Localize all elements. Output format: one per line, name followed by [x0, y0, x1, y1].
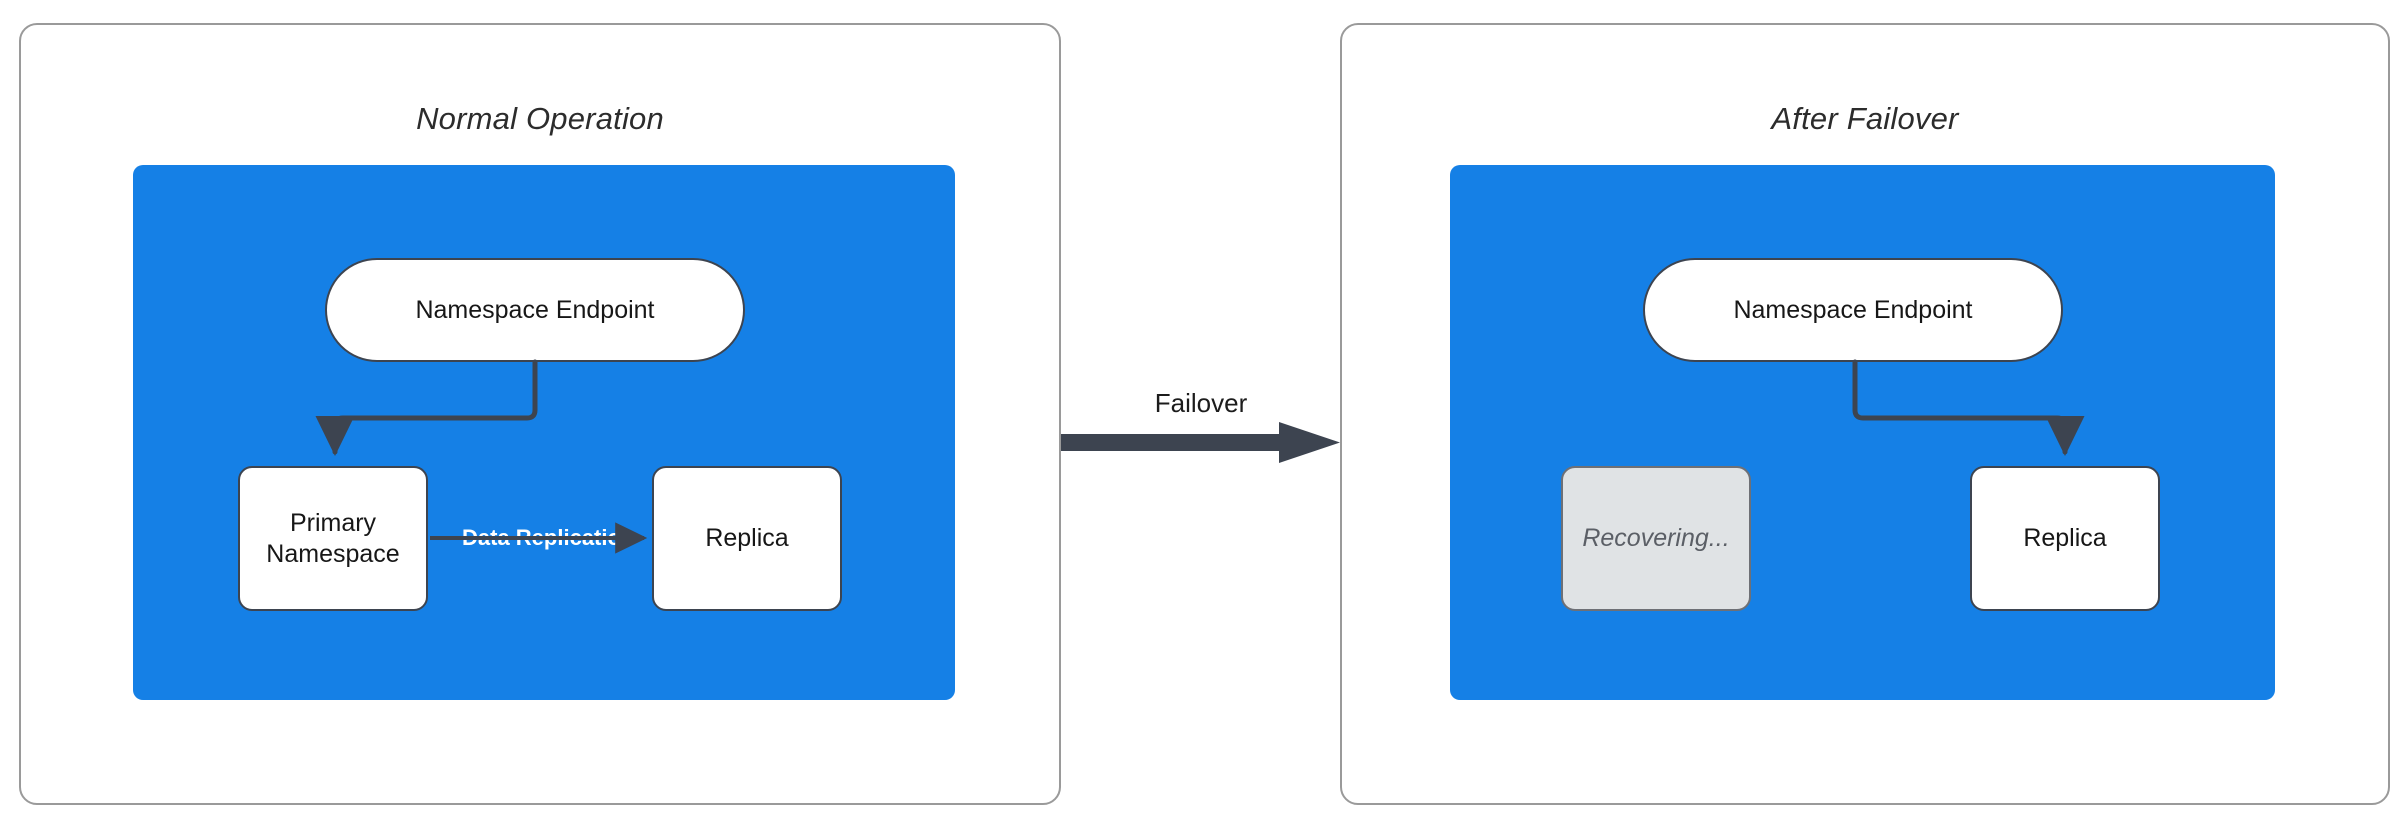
transition-label-failover: Failover — [1154, 388, 1248, 418]
node-namespace-endpoint-failover[interactable]: Namespace Endpoint — [1643, 258, 2063, 362]
panel-title-after-failover: After Failover — [1771, 101, 1959, 136]
node-recovering[interactable]: Recovering... — [1561, 466, 1751, 611]
node-replica-failover[interactable]: Replica — [1970, 466, 2160, 611]
node-replica-normal[interactable]: Replica — [652, 466, 842, 611]
transition-arrow-failover — [1061, 422, 1340, 463]
node-primary-namespace[interactable]: Primary Namespace — [238, 466, 428, 611]
panel-title-normal-operation: Normal Operation — [416, 101, 664, 136]
edge-label-data-replication: Data Replication — [462, 525, 635, 550]
node-namespace-endpoint-normal[interactable]: Namespace Endpoint — [325, 258, 745, 362]
cluster-box-normal-operation — [133, 165, 955, 700]
cluster-box-after-failover — [1450, 165, 2275, 700]
